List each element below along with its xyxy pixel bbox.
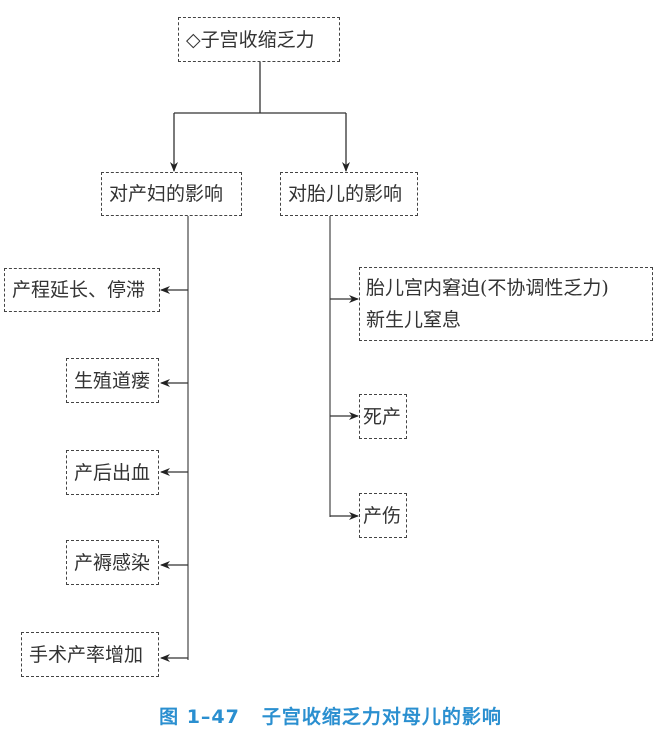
maternal-effect-node: 产程延长、停滞	[4, 268, 160, 312]
figure-caption: 图 1–47 子宫收缩乏力对母儿的影响	[0, 702, 661, 729]
fetal-effect-node: 产伤	[359, 493, 407, 538]
fetal-impact-node: 对胎儿的影响	[280, 172, 418, 216]
fetal-effect-node: 死产	[359, 394, 407, 439]
maternal-effect-node: 产后出血	[66, 450, 159, 495]
maternal-effect-label: 产后出血	[74, 461, 151, 484]
maternal-effect-label: 产褥感染	[74, 551, 151, 574]
root-node: ◇子宫收缩乏力	[178, 17, 340, 62]
fetal-effect-label: 新生儿窒息	[366, 309, 462, 331]
maternal-impact-label: 对产妇的影响	[109, 183, 224, 205]
maternal-impact-node: 对产妇的影响	[101, 172, 242, 216]
maternal-effect-label: 生殖道瘘	[74, 369, 151, 392]
figure-number: 图 1–47	[159, 706, 240, 728]
root-label: ◇子宫收缩乏力	[186, 28, 315, 51]
fetal-impact-label: 对胎儿的影响	[288, 183, 403, 205]
maternal-effect-node: 生殖道瘘	[66, 358, 159, 403]
fetal-effect-label: 死产	[363, 405, 402, 428]
fetal-effect-label: 胎儿宫内窘迫(不协调性乏力)	[366, 277, 609, 299]
fetal-effect-label: 产伤	[363, 504, 402, 527]
figure-title: 子宫收缩乏力对母儿的影响	[261, 706, 502, 728]
maternal-effect-node: 产褥感染	[66, 540, 159, 585]
maternal-effect-label: 产程延长、停滞	[12, 279, 146, 301]
fetal-effect-node: 胎儿宫内窘迫(不协调性乏力) 新生儿窒息	[359, 267, 653, 341]
maternal-effect-label: 手术产率增加	[29, 643, 144, 666]
maternal-effect-node: 手术产率增加	[21, 632, 159, 677]
